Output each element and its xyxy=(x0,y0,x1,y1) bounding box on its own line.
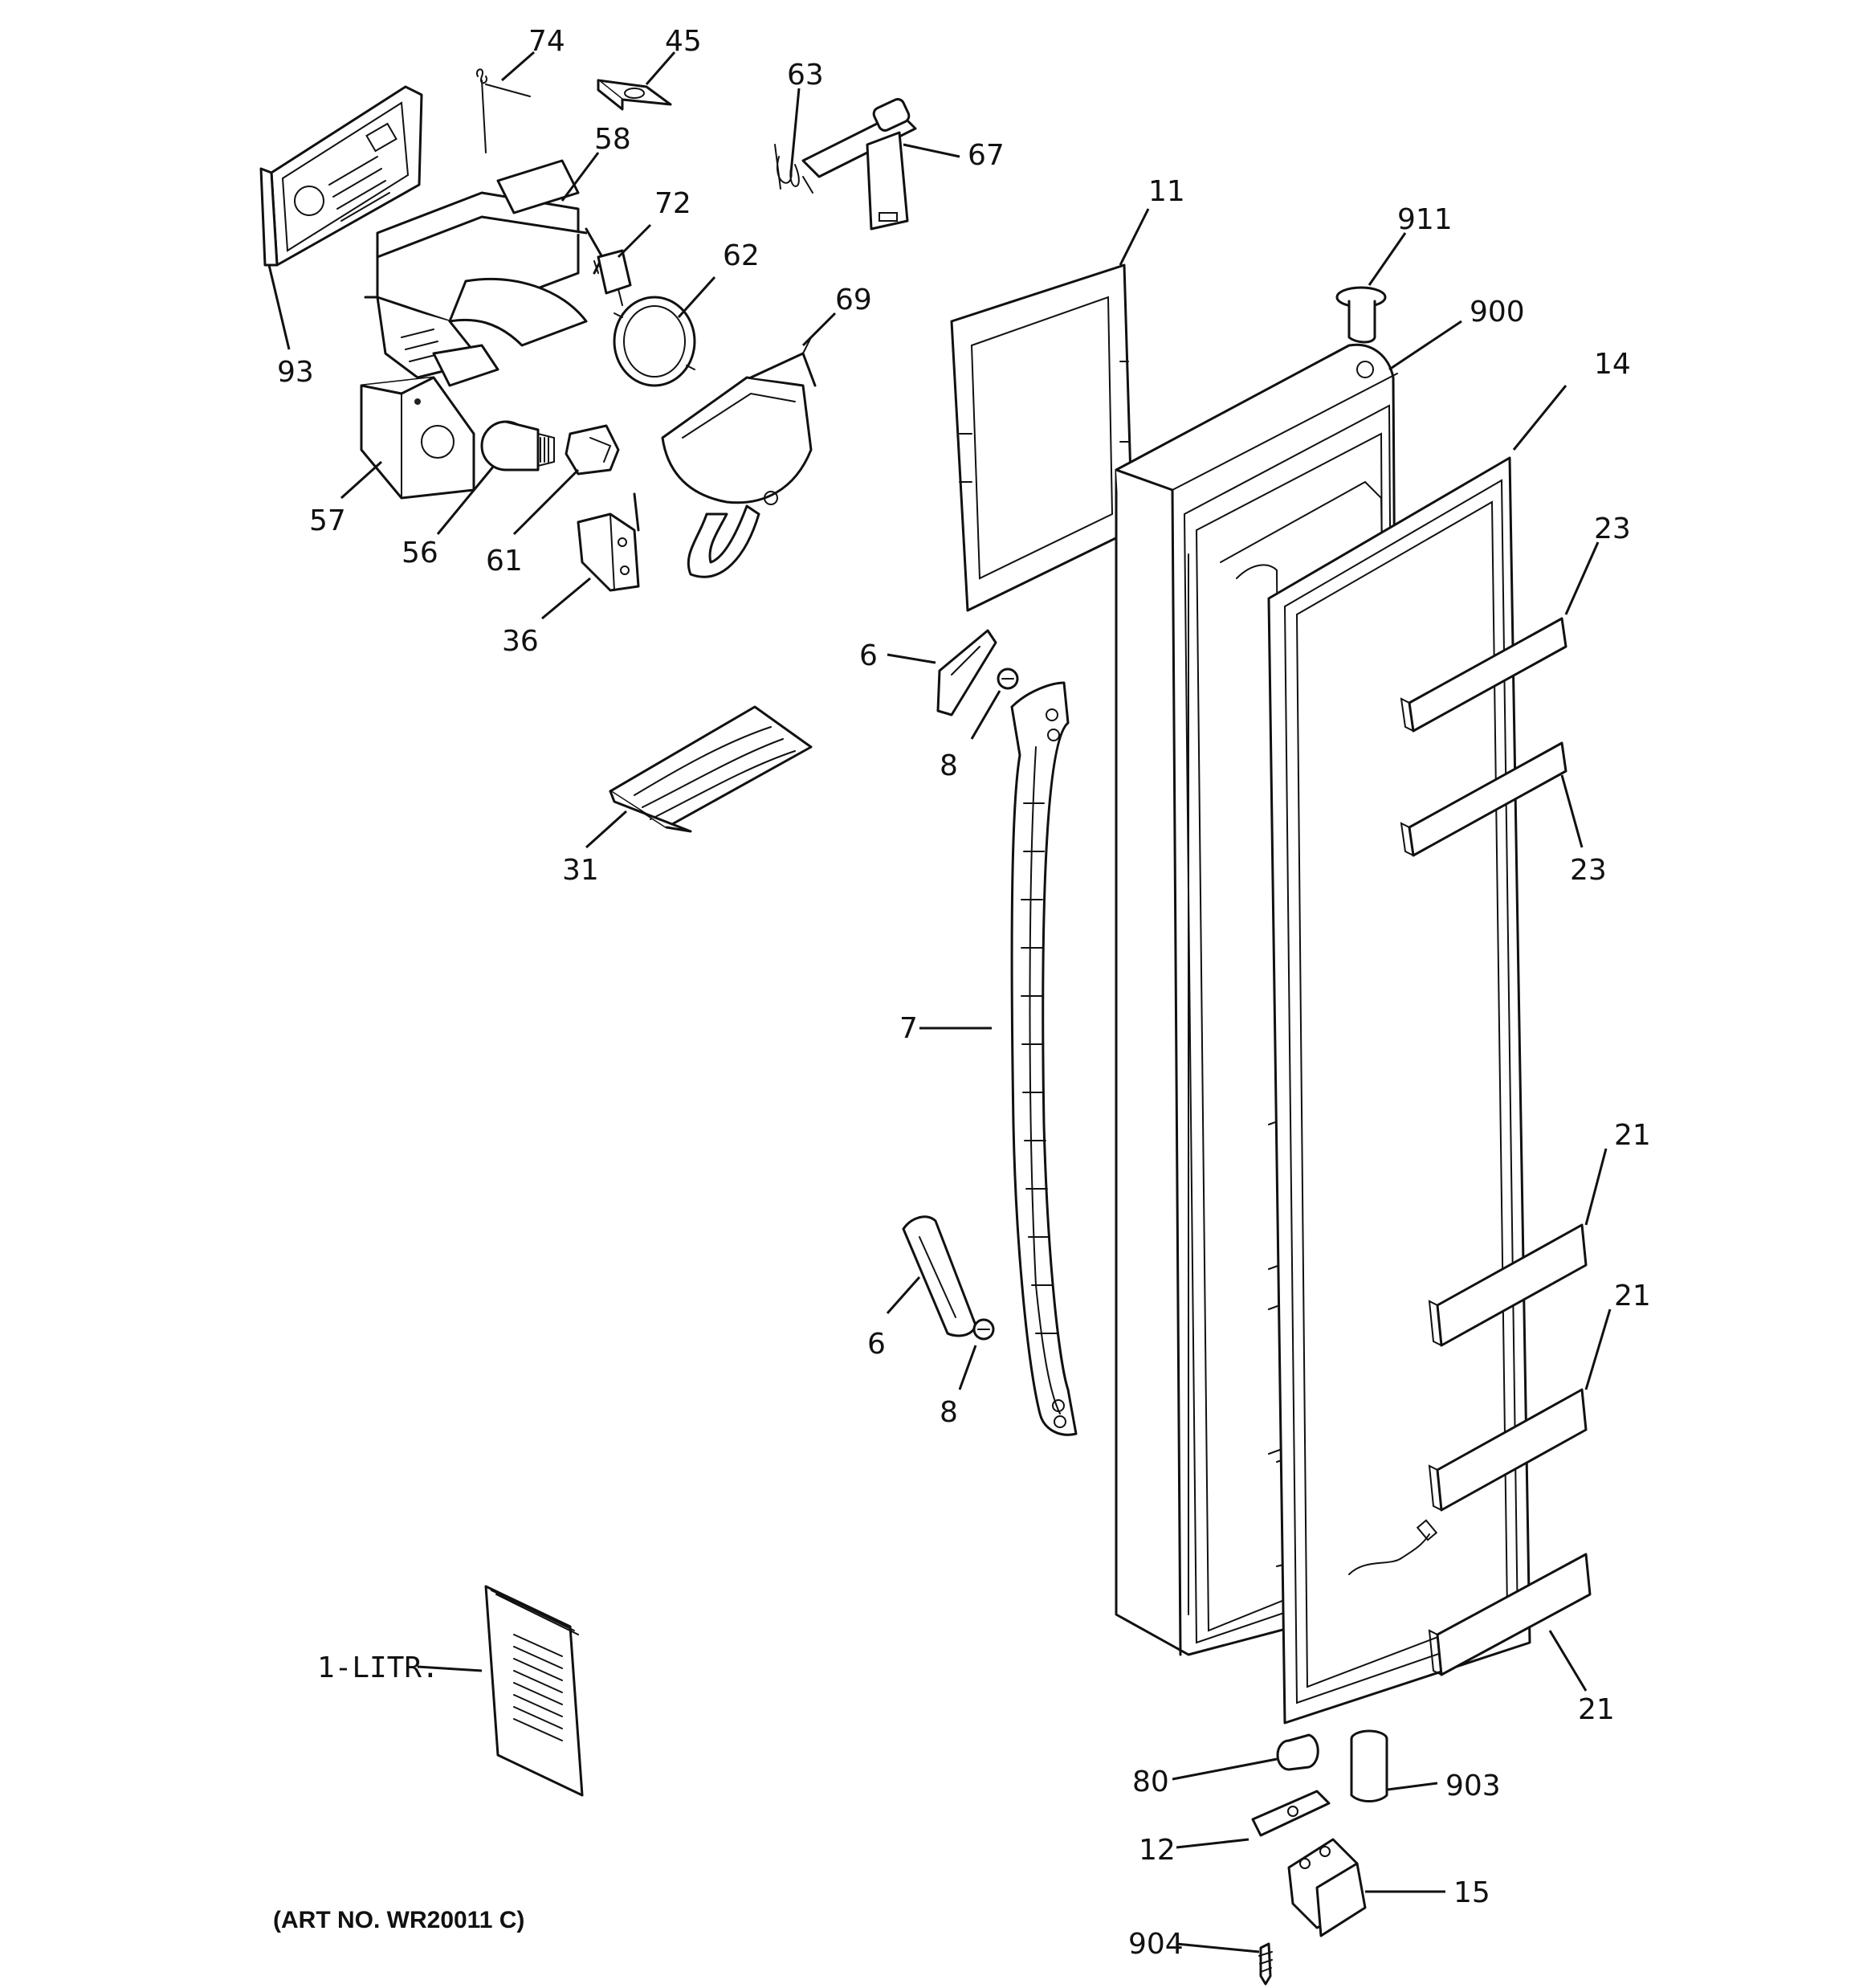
part-36-bracket xyxy=(577,492,640,592)
part-57-motor-cover xyxy=(360,376,475,500)
callout-21-middle: 21 xyxy=(1614,1280,1651,1312)
callout-23-upper: 23 xyxy=(1594,512,1631,545)
callout-6-lower: 6 xyxy=(867,1328,886,1361)
part-31-drip-tray xyxy=(609,705,813,833)
callout-63: 63 xyxy=(787,59,824,92)
callout-903: 903 xyxy=(1445,1770,1501,1802)
art-number: (ART NO. WR20011 C) xyxy=(273,1907,524,1933)
callout-15: 15 xyxy=(1453,1876,1490,1909)
part-911-bushing xyxy=(1335,286,1387,344)
part-6-handle-cap-lower xyxy=(902,1215,977,1337)
callout-23-lower: 23 xyxy=(1570,854,1607,887)
part-56-motor xyxy=(480,420,555,471)
part-93-control-board xyxy=(259,85,423,267)
callout-900: 900 xyxy=(1470,296,1525,329)
callout-74: 74 xyxy=(528,25,565,58)
part-15-hinge xyxy=(1287,1838,1367,1937)
callout-80: 80 xyxy=(1132,1766,1169,1798)
callout-14: 14 xyxy=(1594,348,1631,381)
part-61-coupler xyxy=(565,424,620,476)
part-8-screw-upper xyxy=(997,667,1019,690)
callout-69: 69 xyxy=(835,284,872,316)
part-6-handle-cap-upper xyxy=(936,629,997,716)
part-45-bracket xyxy=(597,79,672,111)
callout-8-lower: 8 xyxy=(940,1396,958,1429)
part-14-door-gasket xyxy=(1267,456,1531,1725)
callout-31: 31 xyxy=(562,854,599,887)
callout-labels: 74 45 63 67 58 72 62 69 93 57 56 61 36 3… xyxy=(273,25,1651,1961)
part-1-litr-literature xyxy=(484,1585,584,1797)
part-67-lever xyxy=(801,98,917,231)
callout-21-upper: 21 xyxy=(1614,1119,1651,1152)
callout-45: 45 xyxy=(665,25,702,58)
callout-61: 61 xyxy=(486,545,523,578)
wire-harness xyxy=(1348,1519,1438,1575)
callout-1-litr: 1-LITR. xyxy=(317,1651,439,1684)
callout-11: 11 xyxy=(1148,175,1185,208)
leader-lines xyxy=(267,51,1612,1953)
part-12-shim xyxy=(1251,1790,1331,1837)
callout-911: 911 xyxy=(1397,203,1453,236)
callout-56: 56 xyxy=(402,537,438,569)
callout-58: 58 xyxy=(594,123,631,156)
part-23-door-rail-upper xyxy=(1400,617,1567,733)
callout-904: 904 xyxy=(1128,1928,1184,1961)
part-72-switch xyxy=(593,249,632,306)
callout-7: 7 xyxy=(899,1012,918,1045)
callout-93: 93 xyxy=(277,356,314,389)
part-904-screw xyxy=(1258,1942,1273,1986)
callout-57: 57 xyxy=(309,504,346,537)
callout-67: 67 xyxy=(968,139,1005,172)
callout-6-upper: 6 xyxy=(859,639,878,672)
callout-12: 12 xyxy=(1139,1834,1176,1867)
part-74-spring xyxy=(475,68,531,153)
part-21-door-bin-upper xyxy=(1428,1223,1588,1347)
part-80-grommet xyxy=(1276,1733,1319,1771)
part-69-ice-chute xyxy=(661,337,817,578)
part-58-dispenser-housing xyxy=(364,159,604,387)
part-11-dispenser-recess xyxy=(950,263,1134,612)
callout-36: 36 xyxy=(502,625,539,658)
callout-21-lower: 21 xyxy=(1578,1693,1615,1726)
callout-72: 72 xyxy=(654,187,691,220)
part-21-door-bin-middle xyxy=(1428,1388,1588,1512)
part-23-door-rail-lower xyxy=(1400,741,1567,857)
part-7-handle xyxy=(1010,681,1078,1436)
callout-62: 62 xyxy=(723,239,760,272)
part-903-bushing xyxy=(1350,1729,1388,1802)
part-62-ring xyxy=(613,296,696,387)
part-21-door-bin-lower xyxy=(1428,1553,1592,1676)
part-8-screw-lower xyxy=(972,1318,995,1341)
callout-8-upper: 8 xyxy=(940,749,958,782)
